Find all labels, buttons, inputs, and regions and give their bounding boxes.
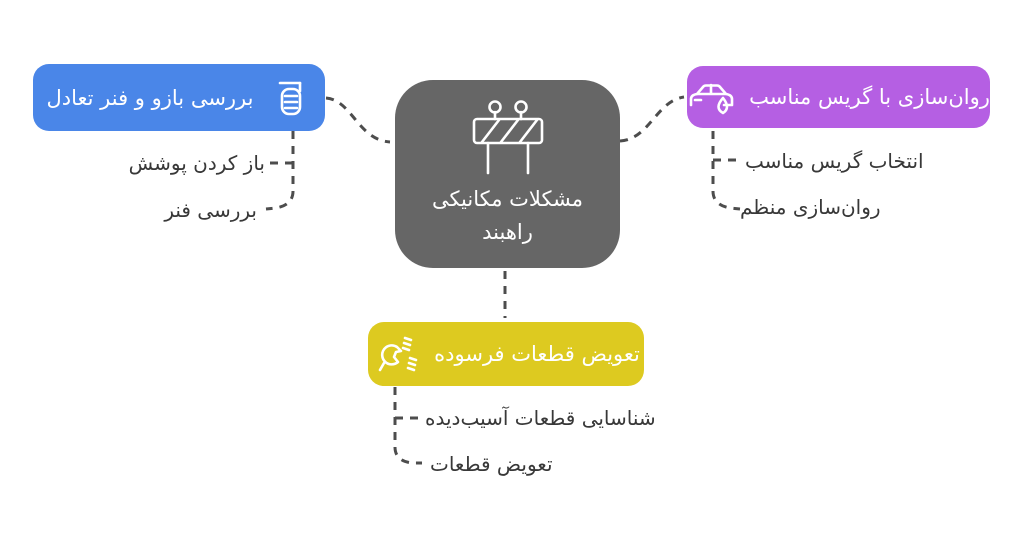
branch-label: روان‌سازی با گریس مناسب	[749, 85, 990, 109]
edge-yellow-children-spine	[393, 387, 422, 465]
edge-blue-children-spine	[265, 131, 295, 211]
subitem-choose-grease: انتخاب گریس مناسب	[745, 149, 924, 173]
car-oil-icon	[687, 76, 735, 118]
edge-center-to-purple	[619, 95, 685, 143]
branch-node-lubrication: روان‌سازی با گریس مناسب	[687, 66, 990, 128]
hand-grip-icon	[268, 76, 312, 120]
subitem-check-spring: بررسی فنر	[164, 198, 257, 222]
wrench-screws-icon	[372, 330, 420, 378]
edge-purple-children-spine	[711, 131, 741, 211]
subitem-open-cover: باز کردن پوشش	[128, 151, 265, 175]
barrier-icon	[468, 99, 548, 177]
branch-label: بررسی بازو و فنر تعادل	[46, 85, 254, 110]
central-node-title-line2: راهبند	[482, 220, 533, 244]
subitem-replace-parts: تعویض قطعات	[430, 452, 553, 476]
branch-node-balance-spring: بررسی بازو و فنر تعادل	[33, 64, 325, 131]
subitem-identify-damaged-parts: شناسایی قطعات آسیب‌دیده	[425, 406, 656, 430]
central-node-title-line1: مشکلات مکانیکی	[431, 187, 584, 211]
central-node: مشکلات مکانیکی راهبند	[395, 80, 620, 268]
edge-center-to-blue	[325, 96, 391, 144]
branch-label: تعویض قطعات فرسوده	[434, 342, 640, 366]
branch-node-replace-parts: تعویض قطعات فرسوده	[368, 322, 644, 386]
subitem-regular-lubrication: روان‌سازی منظم	[740, 195, 881, 219]
